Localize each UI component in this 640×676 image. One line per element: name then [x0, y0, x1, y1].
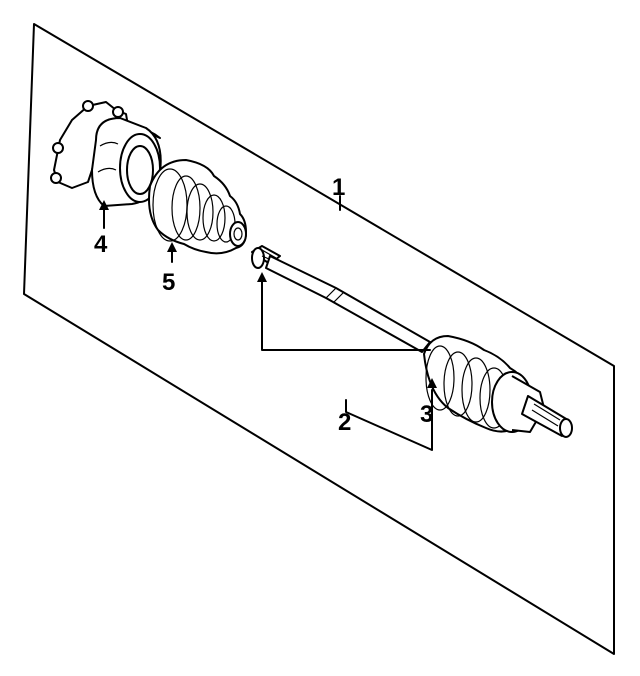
part-5-boot	[148, 159, 247, 255]
callout-4: 4	[94, 231, 108, 258]
callout-2: 2	[338, 409, 351, 436]
callout-3: 3	[420, 401, 433, 428]
callout-1: 1	[332, 174, 345, 201]
part-1-axle-shaft	[251, 245, 573, 438]
leader-lines	[99, 195, 437, 451]
assembly-panel-outline	[23, 23, 615, 655]
callout-5: 5	[162, 269, 175, 296]
part-4-joint-housing	[50, 100, 162, 207]
